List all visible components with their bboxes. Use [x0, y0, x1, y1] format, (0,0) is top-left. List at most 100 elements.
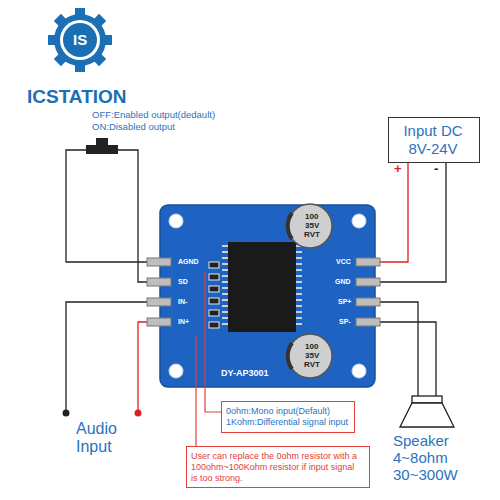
header-pin [356, 318, 380, 326]
chip-pin [222, 323, 228, 325]
input-label: Audio Input [76, 420, 132, 457]
leader-line [195, 336, 196, 446]
speaker-label: 4~8ohm [393, 449, 448, 466]
chip-pin [296, 263, 302, 265]
board-name: DY-AP3001 [221, 368, 269, 378]
capacitor [288, 334, 332, 378]
capacitor-value: RVT [304, 230, 320, 239]
polarity-sign: - [434, 162, 438, 177]
switch-note: ON:Disabled output [92, 122, 175, 133]
chip-pin [296, 275, 302, 277]
chip-pin [222, 311, 228, 313]
chip-pin [296, 287, 302, 289]
chip-pin [222, 275, 228, 277]
smd-resistor [209, 322, 219, 328]
chip-pin [296, 323, 302, 325]
capacitor [288, 204, 332, 248]
smd-resistor [209, 310, 219, 316]
gear-center [63, 23, 97, 57]
mounting-hole [169, 364, 183, 378]
pin-name: GND [335, 278, 351, 286]
switch-wire [118, 150, 150, 282]
switch-note: OFF:Enabled output(dedault) [92, 110, 215, 121]
chip-pin [296, 305, 302, 307]
capacitor-stripe [288, 343, 292, 369]
header-pin [356, 278, 380, 286]
chip-pin [222, 281, 228, 283]
chip-pin [296, 257, 302, 259]
speaker-wire [378, 322, 436, 398]
logo-mark: IS [73, 31, 87, 48]
chip-pin [296, 299, 302, 301]
capacitor-value: 35V [305, 351, 319, 360]
capacitor-stripe [288, 213, 292, 239]
capacitor-value: 35V [305, 221, 319, 230]
smd-resistor [209, 286, 219, 292]
mounting-hole [169, 214, 183, 228]
switch-body [86, 145, 118, 154]
chip-pin [296, 281, 302, 283]
smd-resistor [209, 274, 219, 280]
mounting-hole [352, 364, 366, 378]
chip-pin [222, 263, 228, 265]
header-pin [147, 278, 171, 286]
chip-pin [296, 317, 302, 319]
chip-pin [222, 287, 228, 289]
note-text: User can replace the 0ohm resistor with … [191, 451, 363, 483]
capacitor-value: 100 [305, 342, 318, 351]
speaker-label: Speaker [393, 432, 449, 449]
capacitor-value: 100 [305, 212, 318, 221]
chip-pin [222, 299, 228, 301]
chip-pin [222, 269, 228, 271]
header-pin [356, 298, 380, 306]
power-input-box: Input DC 8V-24V [388, 117, 480, 163]
switch-cap [96, 138, 108, 145]
pin-name: VCC [336, 258, 351, 266]
chip-pin [222, 251, 228, 253]
note-text: 1Kohm:Differential signal input [226, 417, 350, 428]
header-pin [147, 298, 171, 306]
chip-pin [222, 245, 228, 247]
chip-pin [296, 293, 302, 295]
note-text: 0ohm:Mono input(Default) [226, 406, 350, 417]
pin-name: SP+ [338, 298, 351, 306]
speaker-magnet [412, 396, 442, 403]
power-wire [378, 162, 446, 282]
note-text: Input DC 8V-24V [393, 122, 473, 158]
chip-pin [222, 317, 228, 319]
mounting-hole [352, 214, 366, 228]
resistor-note-box: 0ohm:Mono input(Default)1Kohm:Differenti… [221, 401, 355, 433]
chip-pin [222, 293, 228, 295]
chip-pin [296, 269, 302, 271]
leader-line [205, 272, 221, 412]
logo-gear [48, 8, 112, 72]
speaker-cone [400, 403, 454, 427]
chip-pin [222, 257, 228, 259]
chip-pins [222, 246, 302, 324]
gear-disc [54, 14, 106, 66]
chip-pin [296, 251, 302, 253]
resistor-note-box: User can replace the 0ohm resistor with … [186, 446, 370, 488]
header-pin [356, 258, 380, 266]
audio-wire [66, 302, 150, 411]
polarity-sign: + [394, 162, 402, 177]
power-wire [378, 162, 408, 262]
pin-name: IN+ [178, 318, 189, 326]
pin-name: SP- [339, 318, 351, 326]
pin-name: IN- [178, 298, 187, 306]
capacitor-value: RVT [304, 360, 320, 369]
speaker-wire [378, 302, 418, 398]
smd-resistor [209, 262, 219, 268]
pin-name: AGND [178, 258, 199, 266]
amplifier-chip [228, 242, 296, 332]
audio-wire [138, 322, 150, 411]
brand-name: ICSTATION [27, 86, 127, 108]
pin-name: SD [178, 278, 188, 286]
header-pin [147, 258, 171, 266]
gear-ring [60, 20, 100, 60]
header-pin [147, 318, 171, 326]
chip-pin [222, 305, 228, 307]
pcb-board [160, 205, 375, 387]
smd-resistor [209, 298, 219, 304]
smd-parts [209, 262, 219, 328]
